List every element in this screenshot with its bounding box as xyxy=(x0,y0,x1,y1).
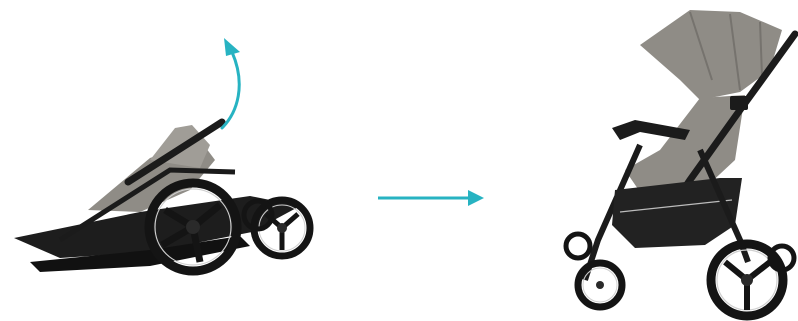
rear-wheel-hub xyxy=(741,274,753,286)
folded-rear-hub xyxy=(186,220,200,234)
shopping-basket xyxy=(612,178,742,248)
folded-front-hub xyxy=(277,223,287,233)
front-caster xyxy=(566,234,590,258)
folded-stroller xyxy=(14,122,310,272)
transition-arrow-icon xyxy=(378,190,484,206)
rear-wheel-spokes xyxy=(725,262,770,310)
front-wheel-hub xyxy=(596,281,604,289)
unfolded-stroller xyxy=(566,10,795,316)
bumper-bar xyxy=(612,120,690,140)
unfolded-seat xyxy=(625,95,745,192)
unfold-arrow-icon xyxy=(222,38,240,128)
fold-handle xyxy=(730,96,748,110)
